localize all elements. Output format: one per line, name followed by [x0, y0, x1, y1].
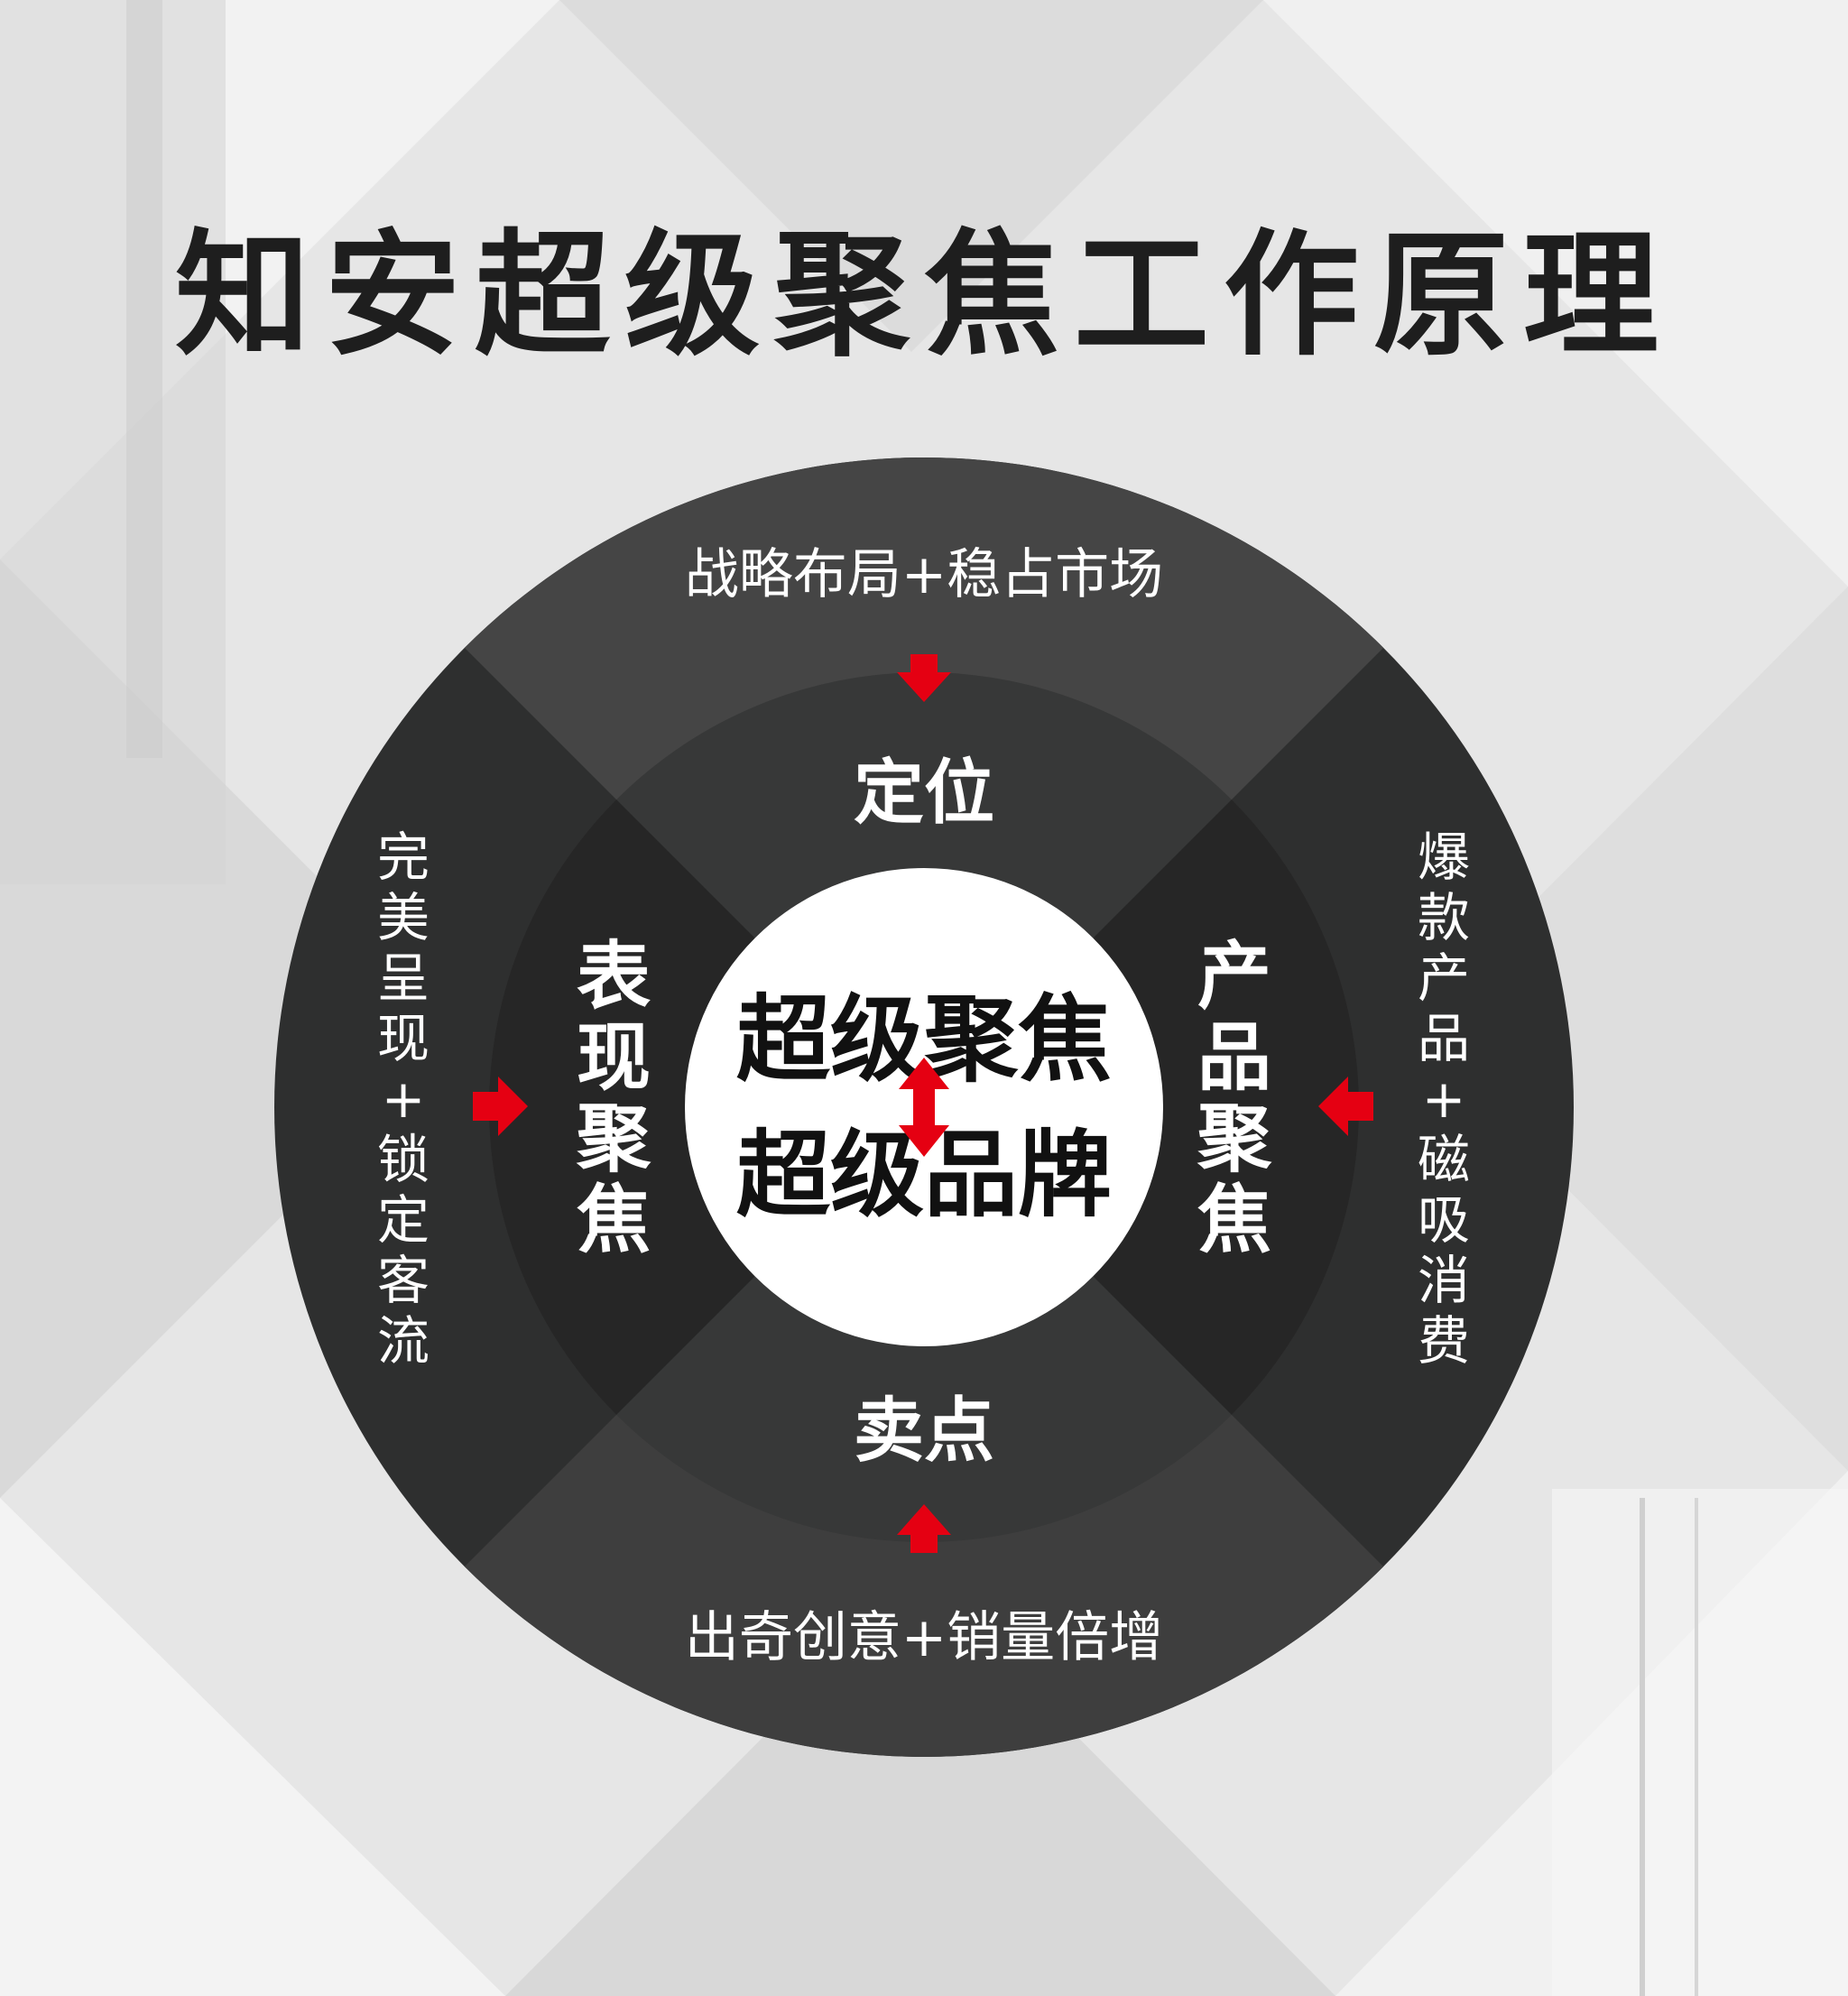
inner-right-char: 品	[1197, 1015, 1271, 1101]
page-title: 知安超级聚焦工作原理	[174, 217, 1673, 374]
outer-left-char: 锁	[377, 1129, 430, 1190]
outer-left-char: 定	[377, 1189, 430, 1251]
outer-left-char: 美	[377, 887, 430, 948]
inner-label-bottom: 卖点	[854, 1391, 994, 1472]
double-arrow-icon	[899, 1058, 949, 1157]
outer-right-char: 产	[1418, 947, 1470, 1009]
inner-left-char: 焦	[577, 1178, 651, 1263]
outer-right-char: 吸	[1418, 1189, 1470, 1251]
inner-left-char: 聚	[576, 1096, 651, 1182]
outer-ring-bottom-sector	[274, 1107, 1574, 1757]
inner-label-top: 定位	[854, 753, 994, 834]
outer-left-char: 流	[377, 1310, 430, 1372]
inner-left-char: 现	[577, 1015, 651, 1101]
outer-right-char: 磁	[1418, 1129, 1470, 1190]
outer-right-char: 消	[1418, 1250, 1470, 1311]
outer-left-char: 呈	[377, 947, 430, 1009]
arrow-down-icon	[897, 654, 951, 702]
outer-left-char: 完	[377, 827, 430, 888]
outer-right-char: 品	[1418, 1008, 1470, 1069]
outer-right-char: +	[1422, 1068, 1466, 1130]
inner-right-char: 聚	[1197, 1096, 1272, 1182]
arrow-up-icon	[897, 1504, 951, 1553]
outer-left-char: +	[382, 1068, 426, 1130]
inner-right-char: 焦	[1197, 1178, 1271, 1263]
outer-left-char: 客	[377, 1250, 430, 1311]
outer-ring-top-sector	[274, 457, 1574, 1107]
arrow-right-icon	[473, 1077, 528, 1136]
arrow-left-icon	[1318, 1077, 1373, 1136]
inner-right-char: 产	[1197, 934, 1271, 1020]
outer-right-char: 款	[1418, 887, 1470, 948]
outer-label-bottom: 出奇创意+销量倍增	[685, 1606, 1163, 1669]
outer-right-char: 费	[1418, 1310, 1470, 1372]
outer-left-char: 现	[377, 1008, 430, 1069]
outer-right-char: 爆	[1418, 827, 1470, 888]
inner-left-char: 表	[577, 934, 651, 1020]
outer-label-top: 战略布局+稳占市场	[685, 543, 1163, 606]
